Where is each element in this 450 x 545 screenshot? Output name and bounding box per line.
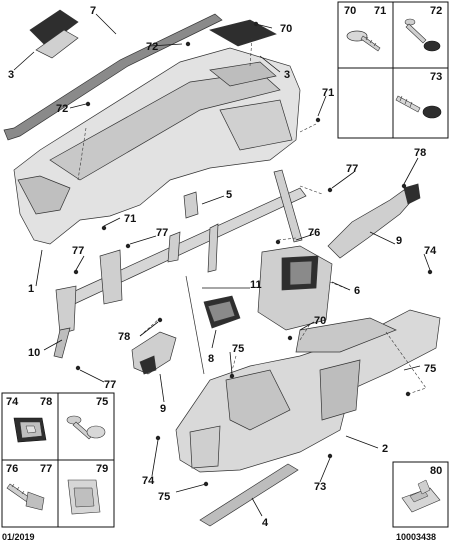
callout-70-mid: 70 [314,315,326,327]
duct-left-outlet-icon [139,355,157,375]
dashboard-right-bracket-icon [219,99,293,151]
beam-leg-icon [53,327,71,359]
inset-label-80: 80 [430,465,442,477]
callout-71-top: 71 [322,87,334,99]
callout-10: 10 [28,347,40,359]
callout-3-left: 3 [8,69,14,81]
callout-74-right: 74 [424,245,437,257]
callout-74-lower: 74 [142,475,155,487]
callout-72-left: 72 [56,103,68,115]
inset-label-77: 77 [40,463,52,475]
inset-label-79: 79 [96,463,108,475]
console-upper-tray-icon [295,317,397,353]
callout-75-right: 75 [424,363,436,375]
guide-lines [77,37,427,395]
dashboard-left-vent-icon [17,175,71,215]
callout-5: 5 [226,189,232,201]
beam-bracket-left-icon [99,249,123,305]
dashboard-top-surface-icon [49,71,281,181]
leader-lines [13,13,431,517]
clip-74-78-icon [13,417,47,443]
inset-label-76: 76 [6,463,18,475]
footer-date: 01/2019 [2,532,35,542]
speaker-grille-left-base-icon [35,29,79,59]
inset-label-73: 73 [430,71,442,83]
callout-4: 4 [262,517,269,529]
bolt-76-77-icon [6,483,45,511]
callout-8: 8 [208,353,214,365]
speaker-grille-left-icon [29,9,79,47]
footer-reference: 10003438 [396,532,436,542]
duct-outlet-icon [403,183,421,205]
callout-77-mid: 77 [156,227,168,239]
speaker-grille-right-icon [209,19,277,47]
callout-78-mid: 78 [118,331,130,343]
inset-label-74: 74 [6,396,19,408]
callout-1: 1 [28,283,34,295]
lower-console-icon [175,309,441,473]
callout-78-upper: 78 [414,147,426,159]
callout-77-upper: 77 [346,163,358,175]
callout-9-left: 9 [160,403,166,415]
small-bracket-icon [183,191,199,219]
inset-label-78: 78 [40,396,52,408]
callout-77-lower: 77 [104,379,116,391]
beam-upright-icon [273,169,303,243]
inset-label-72: 72 [430,5,442,17]
air-duct-right-icon [327,189,415,259]
inset-label-70: 70 [344,5,356,17]
clip-79-icon [67,479,101,515]
console-left-bracket-icon [225,369,291,431]
callout-71-mid: 71 [124,213,136,225]
console-center-frame-icon [319,359,361,421]
inset-bottom-left: 74 78 75 76 77 79 [1,392,115,528]
lower-trim-panel-icon [199,463,299,527]
callout-75-mid: 75 [232,343,244,355]
trim-strip-icon [3,13,223,141]
hvac-filter-icon [289,260,313,286]
screw-72-icon [404,18,441,52]
callout-72-top: 72 [146,41,158,53]
fastener-dots [73,21,433,487]
callout-9-right: 9 [396,235,402,247]
callout-11: 11 [250,279,262,291]
inset-label-75: 75 [96,396,108,408]
duct-piece-inner-icon [207,300,236,323]
inset-top-right: 70 71 72 73 [337,1,449,139]
callout-77-left: 77 [72,245,84,257]
beam-end-bracket-icon [55,285,77,335]
screw-75-icon [66,415,106,440]
screw-70-71-icon [346,30,381,52]
clip-80-icon [401,479,441,513]
callout-6: 6 [354,285,360,297]
callout-7: 7 [90,5,96,17]
beam-mid-bracket-icon [167,231,181,263]
inset-label-71: 71 [374,5,386,17]
screw-73-icon [395,95,442,119]
dashboard-right-vent-icon [209,61,277,87]
support-rod-icon [185,275,205,375]
inset-bottom-right: 80 [392,461,449,528]
callout-2: 2 [382,443,388,455]
callout-70-top: 70 [280,23,292,35]
beam-tab-icon [207,223,219,273]
callout-3-right: 3 [284,69,290,81]
callout-76: 76 [308,227,320,239]
callout-73: 73 [314,481,326,493]
console-leg-icon [189,425,221,469]
callout-75-lower: 75 [158,491,170,503]
